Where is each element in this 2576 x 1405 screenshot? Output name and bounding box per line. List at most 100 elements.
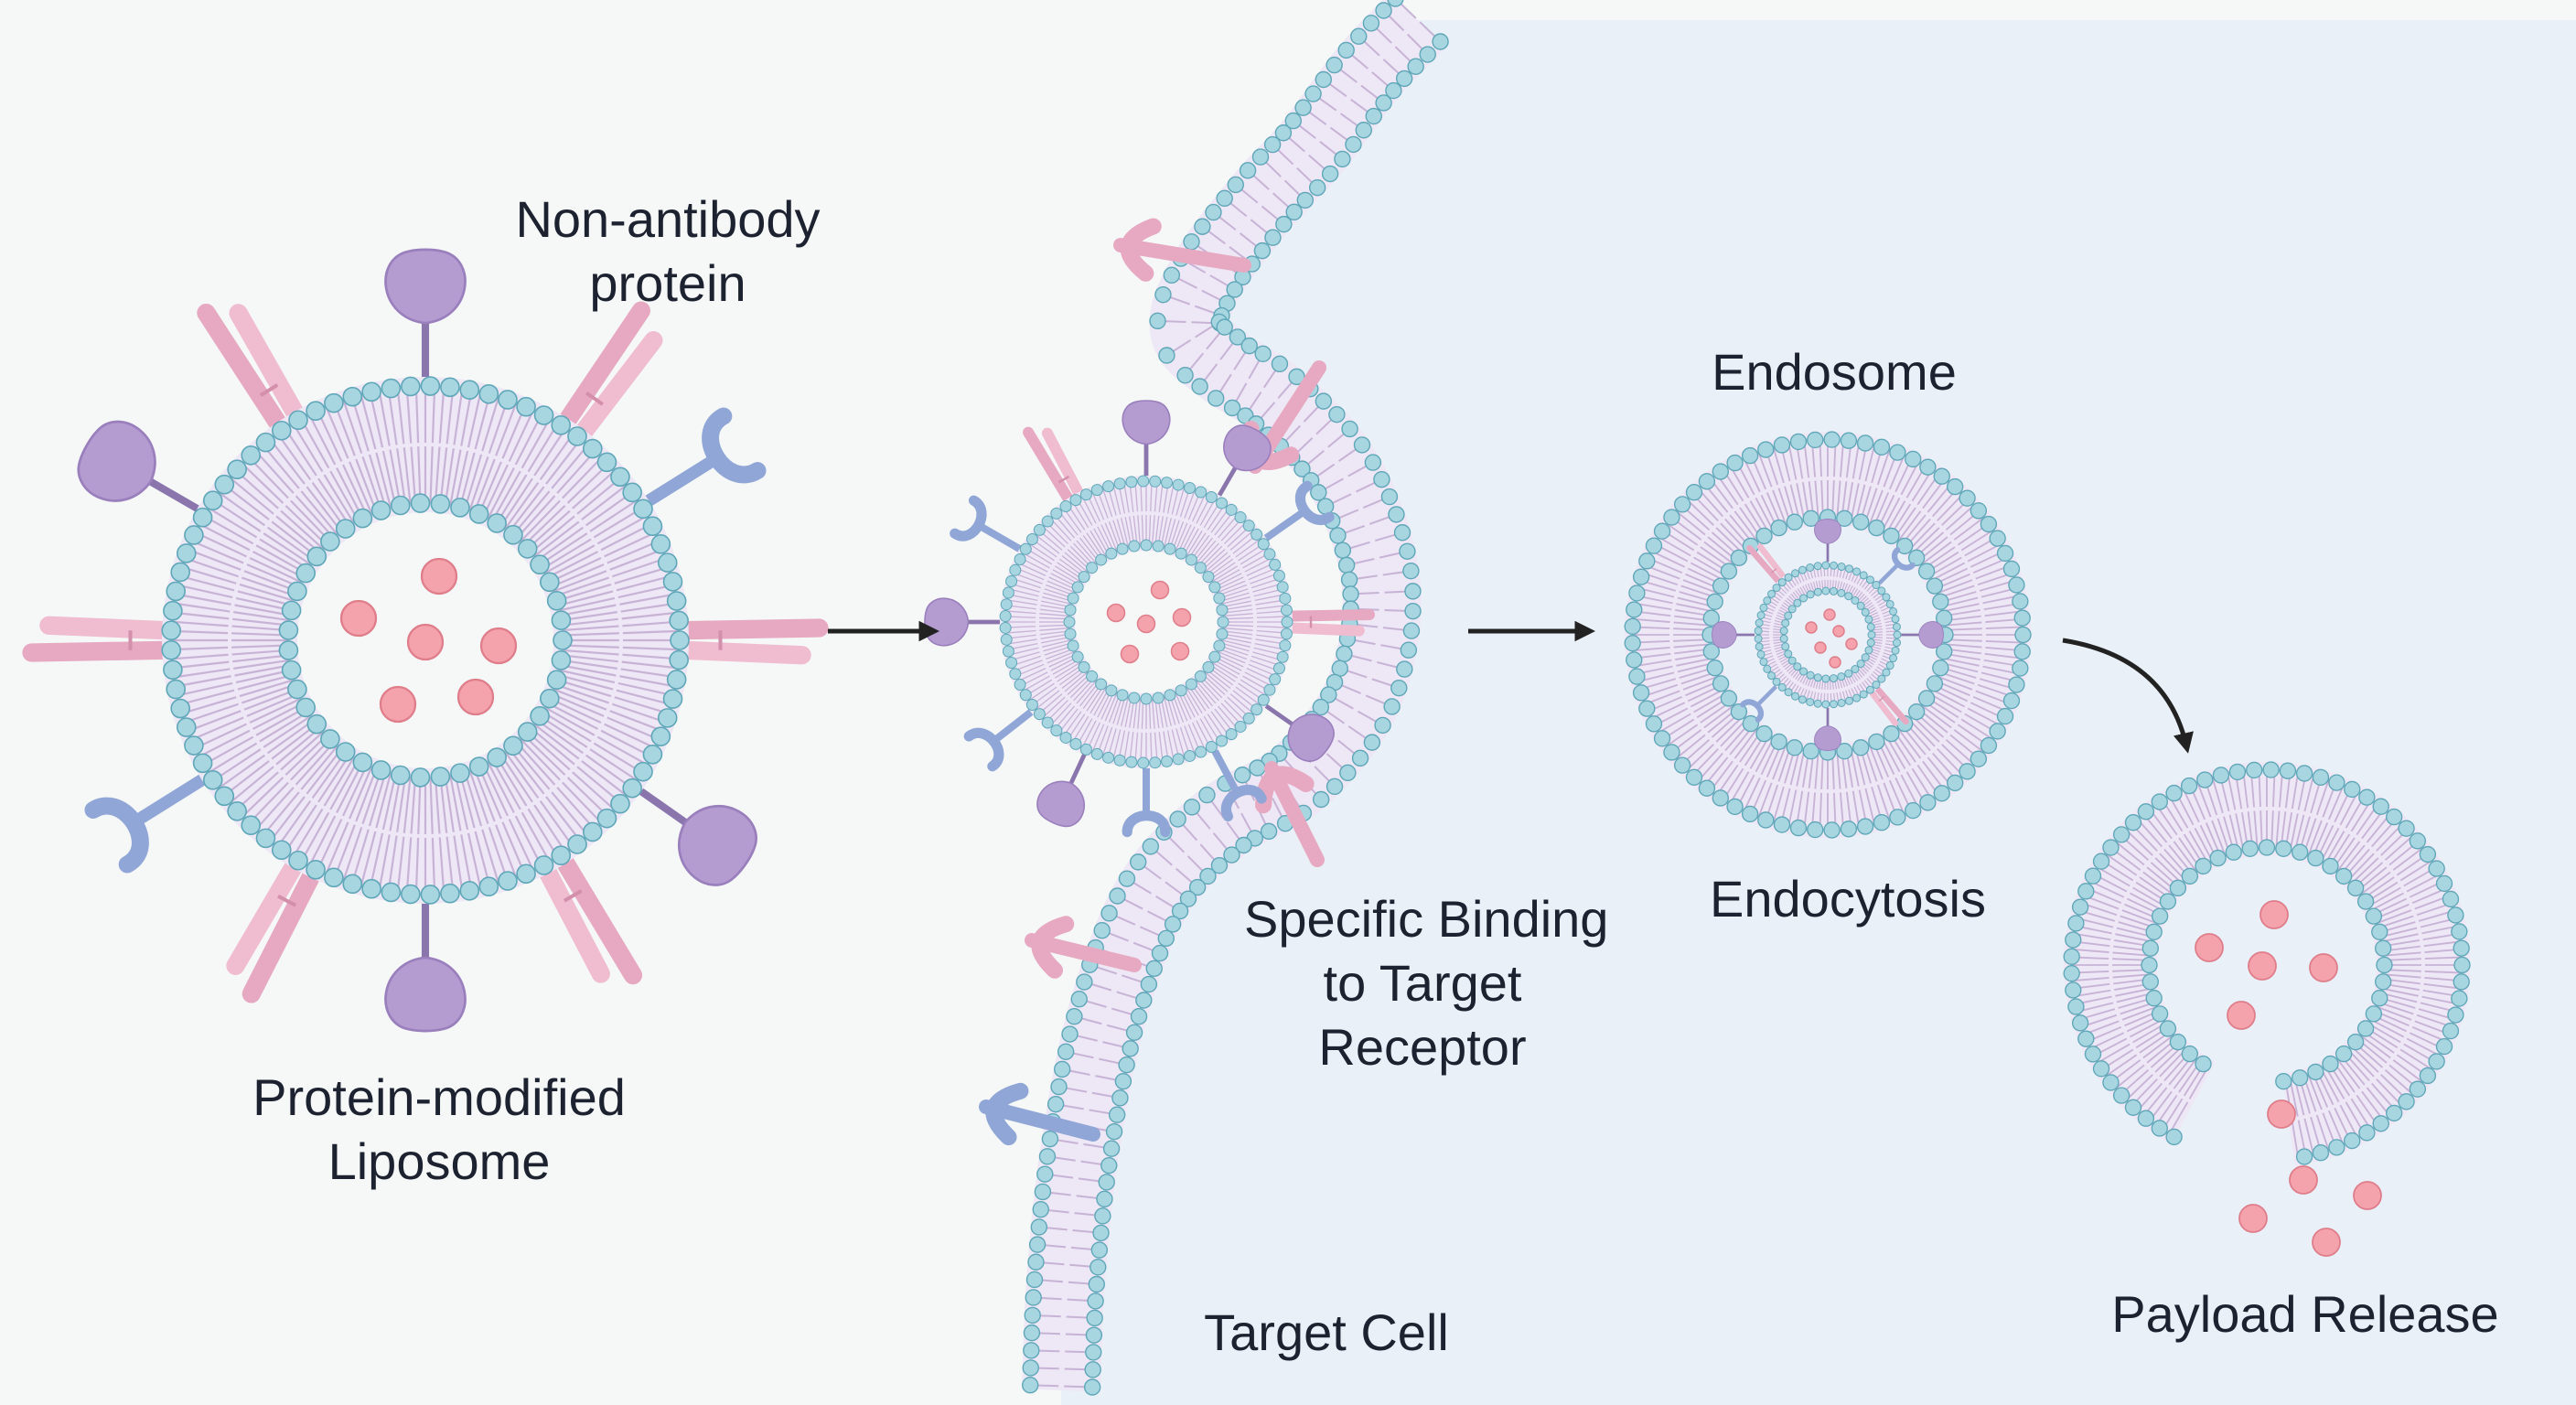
lipid-tail [1720,522,1747,551]
lipid-tail [1158,732,1164,763]
lipid-tail [1151,515,1155,546]
lipid-tail [464,454,483,509]
lipid-tail [2289,1079,2299,1117]
lipid-tail [1054,661,1081,679]
lipid-tail [246,692,300,717]
lipid-tail [1673,621,1711,627]
lipid-head [1023,1324,1041,1342]
lipid-tail [429,777,434,834]
lipid-tail [1881,497,1901,531]
lipid-head [1755,724,1773,743]
lipid-head [1061,1025,1079,1043]
lipid-head [1053,1060,1071,1078]
lipid-head [1257,538,1270,551]
protein-stalk [1209,744,1239,792]
lipid-tail [234,604,291,617]
lipid-head [1779,634,1788,643]
lipid-tail [2112,951,2150,957]
pink-ligand [673,618,829,665]
lipid-tail [171,653,229,660]
protein-stalk [142,475,206,516]
lipid-head [1184,482,1197,495]
label-line: Liposome [327,1132,551,1190]
lipid-head [2328,774,2345,791]
lipid-head [2071,1014,2089,1032]
lipid-tail [1937,579,1973,595]
lipid-head [1320,686,1337,703]
lipid-tail [1039,627,1070,631]
lipid-tail [1235,538,1261,558]
lipid-tail [1017,562,1046,576]
lipid-tail [2196,782,2212,818]
lipid-head [1645,537,1663,554]
lipid-tail [1805,690,1810,702]
lipid-head [2386,1104,2403,1122]
lipid-tail [1809,582,1815,594]
lipid-head [1351,749,1369,767]
protein-link [277,894,297,907]
lipid-head [287,679,307,700]
lipid-head [1989,723,2006,740]
lipid-head [1025,1271,1044,1289]
lipid-head [2092,1060,2110,1078]
lipid-head [1836,509,1853,527]
lipid-head [1205,491,1218,504]
lipid-head [1046,1095,1065,1113]
lipid-head [1092,1224,1110,1242]
lipid-tail [2392,1059,2424,1084]
lipid-tail [1218,514,1239,539]
lipid-head [1000,598,1013,611]
lipid-tail [2182,788,2200,823]
lipid-tail [1252,583,1283,593]
payload-molecule [2238,1204,2268,1233]
lipid-tail [562,781,603,824]
lipid-tail [1081,496,1097,524]
lipid-tail [1240,547,1267,565]
lipid-head [1158,347,1175,364]
lipid-tail [1673,643,1711,649]
non-antibody-protein [1122,400,1171,482]
lipid-head [1022,1359,1039,1377]
lipid-head [1698,779,1716,797]
lipid-tail [1876,449,1891,486]
lipid-head [1111,1089,1129,1107]
lipid-head [1071,650,1084,663]
lipid-head [1113,477,1126,490]
label-line: Receptor [1318,1018,1527,1076]
lipid-tail [2089,1032,2125,1050]
lipid-head [1342,585,1359,603]
lipid-tail [1028,682,1055,702]
surface-proteins [1712,519,1944,751]
lipid-head [2356,1020,2375,1037]
lipid-head [1823,431,1841,448]
lipid-tail [1772,489,1787,526]
lipid-tail [1081,720,1097,748]
lipid-tail [2406,873,2441,893]
lipid-tail [546,551,599,579]
lipid-tail [1017,668,1046,682]
lipid-head [1864,615,1873,624]
lipid-head [1756,649,1766,659]
lipid-head [1205,203,1222,221]
lipid-head [1242,520,1255,532]
lipid-head [1859,571,1868,580]
lipid-tail [178,689,235,706]
lipid-tail [252,702,305,730]
lipid-head [2358,1124,2376,1142]
lipid-head [176,543,197,563]
protein-stalk [1259,510,1304,544]
process-arrows [828,620,2194,754]
lipid-tail [1042,525,1066,548]
lipid-tail [1868,744,1884,780]
protein-chain [553,849,643,985]
lipid-head [1093,921,1111,939]
lipid-tail [508,819,534,872]
lipid-head [670,630,690,650]
lipid-head [2447,1006,2464,1024]
lipid-head [1142,838,1160,855]
lipid-tail [1104,692,1118,722]
payload-molecule [1805,621,1818,634]
lipid-head [1194,562,1207,574]
lipid-head [1149,475,1162,488]
lipid-tail [1244,557,1272,573]
